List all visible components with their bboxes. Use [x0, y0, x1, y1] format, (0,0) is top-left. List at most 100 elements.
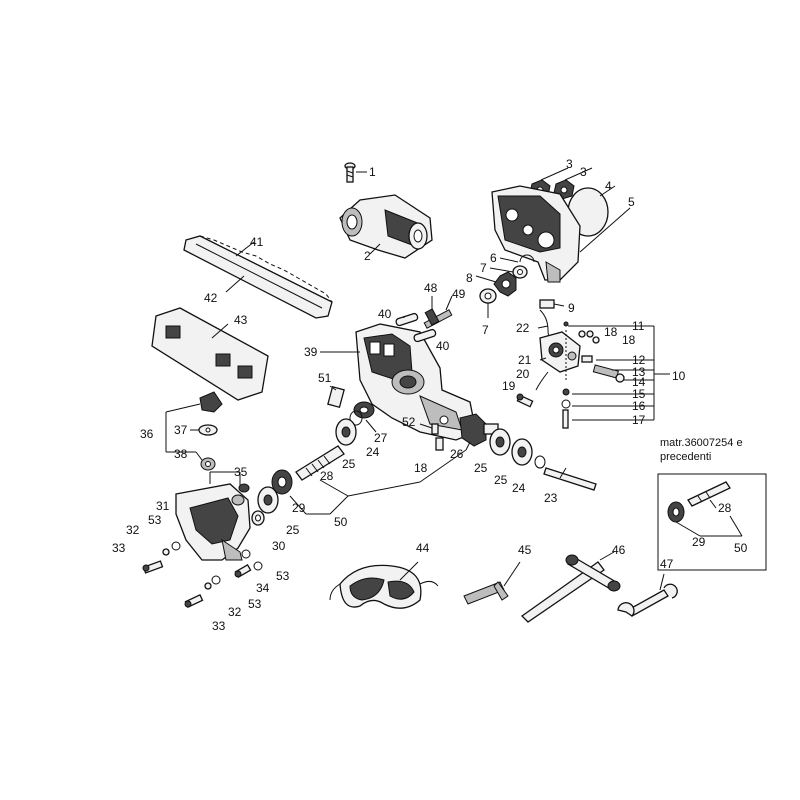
part-19-screw — [516, 393, 534, 408]
callout-25c: 25 — [494, 473, 508, 487]
callout-40a: 40 — [378, 307, 392, 321]
part-12-14-spring — [563, 321, 593, 380]
callout-14: 14 — [632, 375, 646, 389]
part-43-chain-guard — [151, 307, 269, 401]
callout-29: 29 — [292, 501, 306, 515]
callout-30: 30 — [272, 539, 286, 553]
part-9-fitting — [539, 299, 565, 309]
part-35-nut — [238, 483, 250, 493]
callout-40b: 40 — [436, 339, 450, 353]
callout-44: 44 — [416, 541, 430, 555]
part-17-pin — [562, 409, 569, 429]
callout-32b: 32 — [228, 605, 242, 619]
callout-1: 1 — [369, 165, 376, 179]
callout-42: 42 — [204, 291, 218, 305]
callout-21: 21 — [518, 353, 532, 367]
part-18-screws-pair — [578, 330, 600, 344]
inset-earlier-serials-box — [657, 473, 767, 571]
callout-18c: 18 — [414, 461, 428, 475]
callout-33a: 33 — [112, 541, 126, 555]
callout-33b: 33 — [212, 619, 226, 633]
callout-50: 50 — [334, 515, 348, 529]
callout-51: 51 — [318, 371, 332, 385]
callout-12: 12 — [632, 353, 646, 367]
part-53-washer-right — [241, 549, 263, 571]
part-21-oil-pump-body — [539, 331, 581, 373]
part-46-plug-wrench — [520, 551, 621, 623]
callout-25d: 25 — [286, 523, 300, 537]
callout-50b: 50 — [734, 541, 748, 555]
part-24-circlip-right — [534, 455, 546, 469]
part-51-bolt — [327, 385, 345, 409]
callout-43: 43 — [234, 313, 248, 327]
part-31-fuel-tank — [175, 471, 251, 561]
callout-5: 5 — [628, 195, 635, 209]
inset-note-line2: precedenti — [660, 451, 711, 463]
part-34-screw — [234, 564, 252, 578]
part-5-sprocket-cover — [491, 185, 631, 283]
callout-53c: 53 — [248, 597, 262, 611]
callout-24b: 24 — [512, 481, 526, 495]
callout-3a: 3 — [566, 157, 573, 171]
callout-47: 47 — [660, 557, 674, 571]
bracket-50-lines — [289, 449, 467, 515]
part-45-hex-key — [463, 561, 521, 605]
callout-7b: 7 — [482, 323, 489, 337]
part-7-washer-lower — [479, 288, 497, 318]
callout-32a: 32 — [126, 523, 140, 537]
part-18-screw-bottom — [435, 437, 444, 451]
callout-22: 22 — [516, 321, 530, 335]
part-47-open-wrench — [617, 573, 678, 617]
callout-18a: 18 — [604, 325, 618, 339]
part-1-screw — [344, 162, 367, 183]
part-33-screw-left — [142, 560, 164, 574]
callout-53b: 53 — [276, 569, 290, 583]
part-25-bearings — [257, 418, 533, 514]
callout-7a: 7 — [480, 261, 487, 275]
callout-9: 9 — [568, 301, 575, 315]
callout-13: 13 — [632, 365, 646, 379]
part-20-pump-hose — [535, 371, 549, 391]
part-53-washer-left — [171, 541, 181, 551]
callout-3b: 3 — [580, 165, 587, 179]
callout-17: 17 — [632, 413, 646, 427]
part-53-washer-bottom — [211, 575, 221, 585]
part-48-49-tensioner — [423, 295, 453, 329]
part-29-pinion — [271, 469, 293, 495]
part-30-spacer — [251, 510, 265, 526]
part-33-screw-bottom — [184, 594, 204, 608]
callout-52: 52 — [402, 415, 416, 429]
oil-pump-bracket-lines — [568, 325, 670, 421]
callout-labels: 1 2 3 3 4 5 6 7 8 7 9 22 18 18 11 12 13 … — [112, 157, 748, 633]
callout-41: 41 — [250, 235, 264, 249]
callout-45: 45 — [518, 543, 532, 557]
callout-16: 16 — [632, 399, 646, 413]
part-40-pins — [395, 312, 437, 343]
part-13-pump-screw — [592, 364, 625, 383]
callout-4: 4 — [605, 179, 612, 193]
callout-48: 48 — [424, 281, 438, 295]
callout-36: 36 — [140, 427, 154, 441]
callout-35: 35 — [234, 465, 248, 479]
part-27-gear — [353, 401, 377, 433]
callout-39: 39 — [304, 345, 318, 359]
part-28-shaft — [295, 445, 345, 481]
part-32-washer-bottom — [204, 582, 212, 590]
callout-28: 28 — [320, 469, 334, 483]
inset-note-line1: matr.36007254 e — [660, 437, 743, 449]
callout-49: 49 — [452, 287, 466, 301]
callout-29b: 29 — [692, 535, 706, 549]
callout-23: 23 — [544, 491, 558, 505]
part-41-chain — [199, 235, 333, 303]
callout-25a: 25 — [342, 457, 356, 471]
part-7-washer-upper — [489, 265, 528, 279]
callout-2: 2 — [364, 249, 371, 263]
part-15-16-small-parts — [561, 388, 571, 409]
callout-10: 10 — [672, 369, 686, 383]
callout-24a: 24 — [366, 445, 380, 459]
part-6-circlip — [499, 254, 535, 263]
callout-6: 6 — [490, 251, 497, 265]
callout-28b: 28 — [718, 501, 732, 515]
callout-38: 38 — [174, 447, 188, 461]
